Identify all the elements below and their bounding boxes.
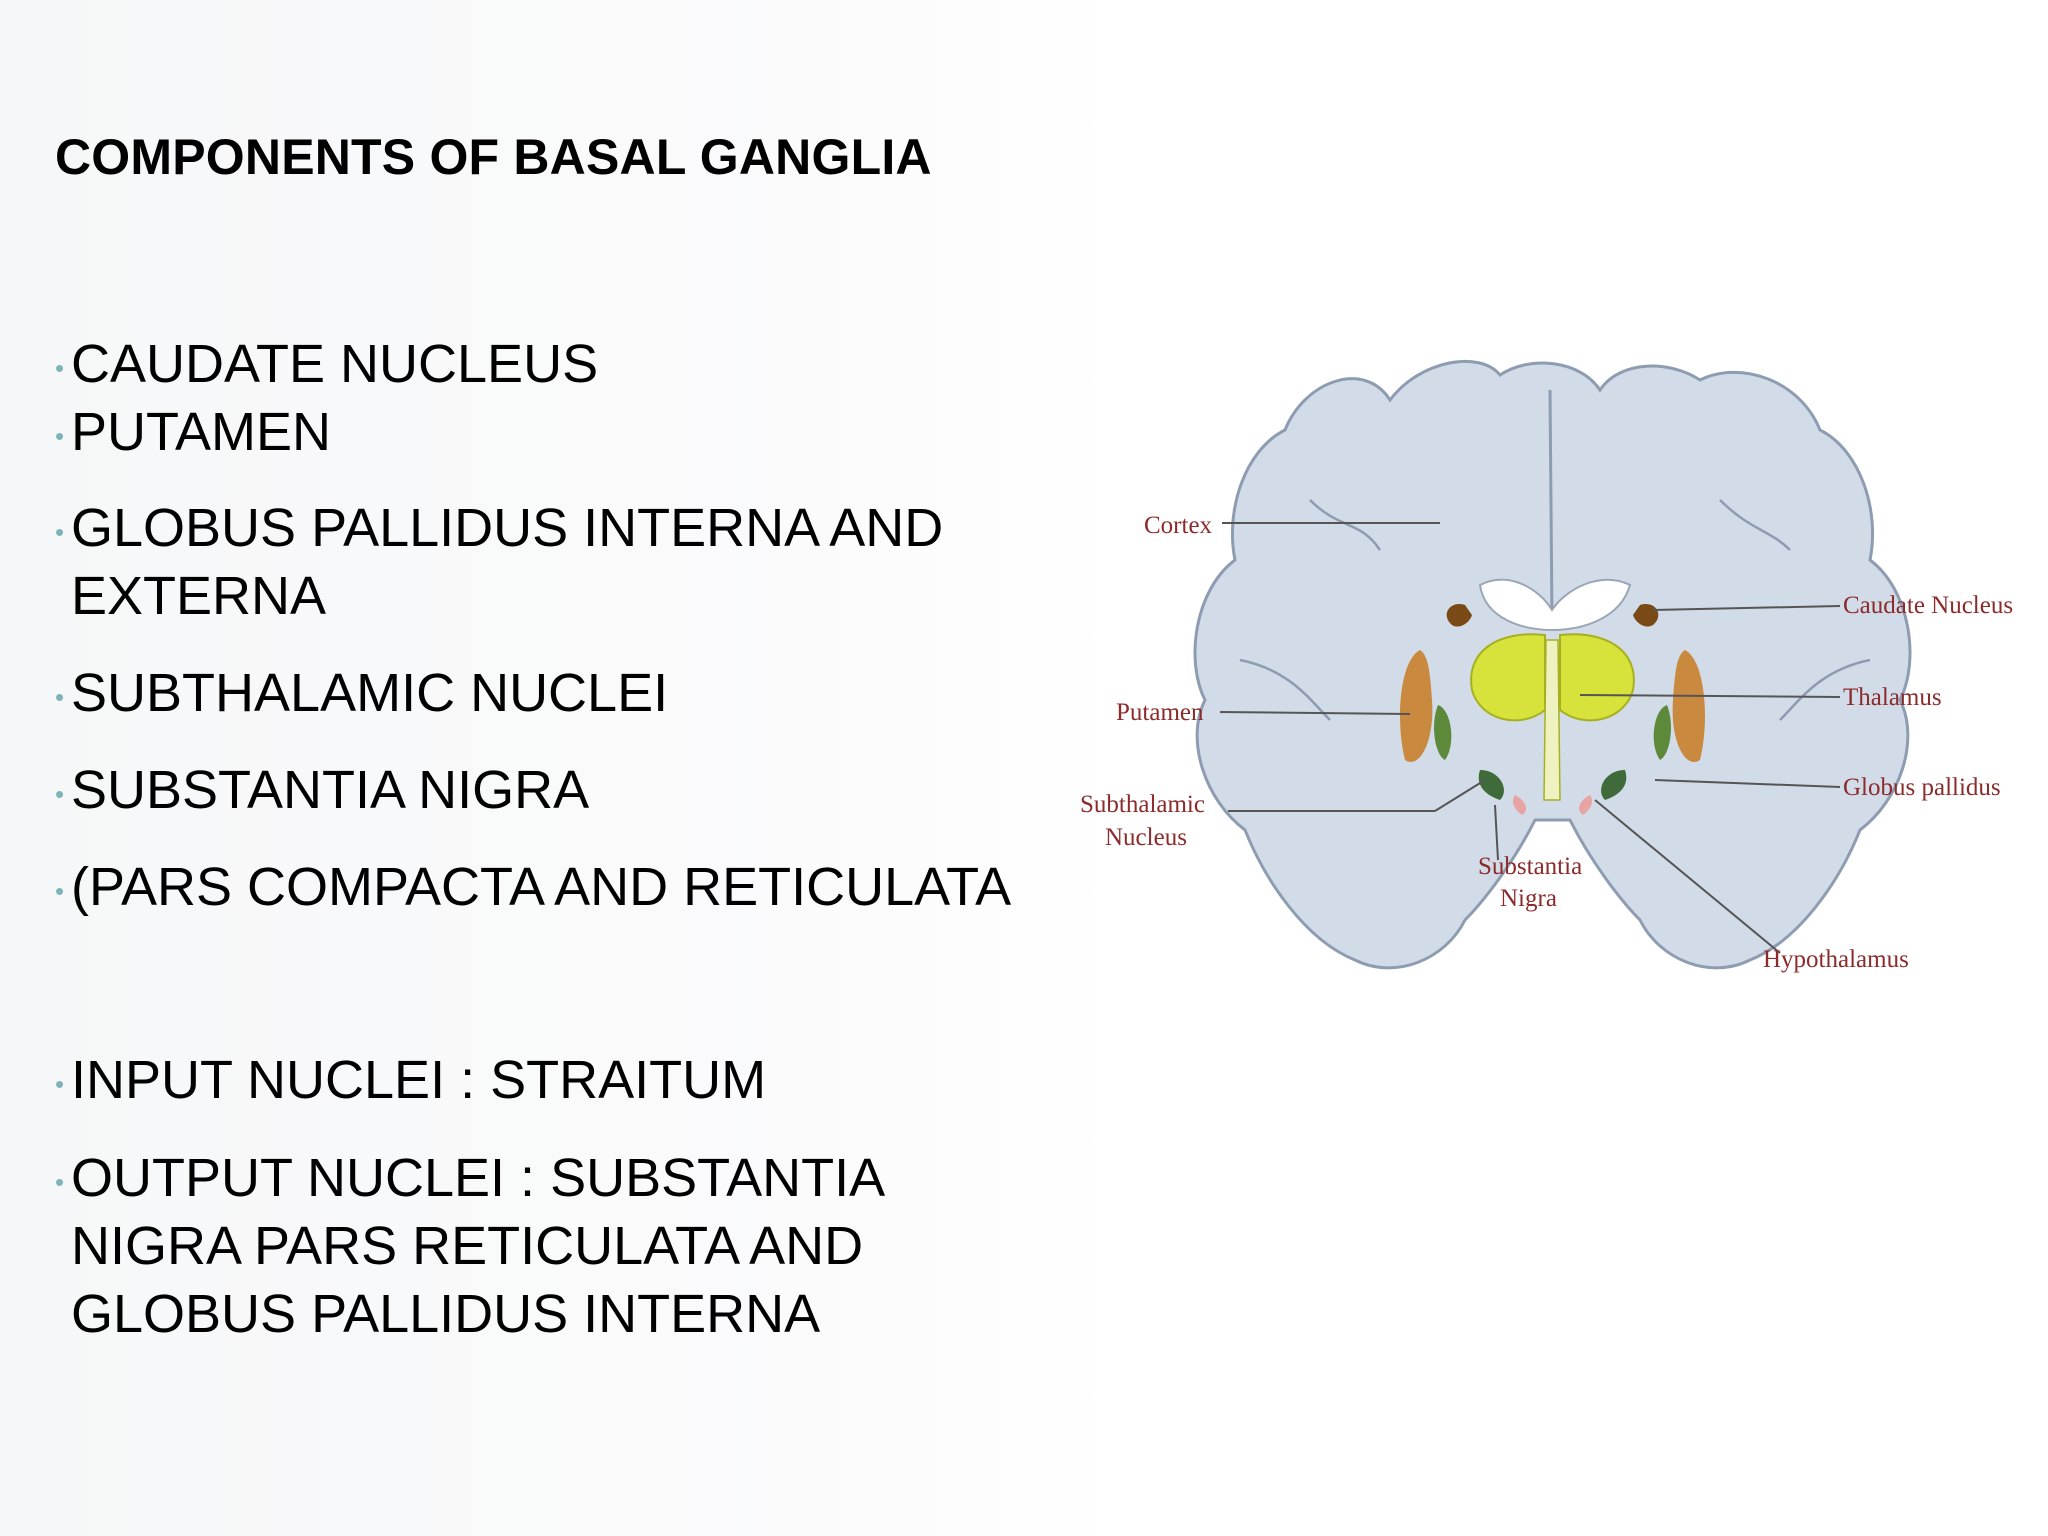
label-substantia: Substantia (1478, 853, 1582, 880)
bullet-item: •INPUT NUCLEI : STRAITUM (55, 1046, 766, 1118)
midline-fissure (1548, 389, 1554, 621)
globus-left-shape (1434, 705, 1452, 760)
bullet-dot: • (55, 420, 65, 451)
bullet-item: • CAUDATE NUCLEUS (55, 330, 598, 402)
bullet-dot: • (55, 516, 65, 547)
ventricle-shape (1478, 578, 1632, 632)
label-cortex: Cortex (1144, 512, 1213, 539)
leader-lines (1219, 522, 1841, 954)
bullet-item: • PUTAMEN (55, 398, 331, 470)
bullet-item: • SUBTHALAMIC NUCLEI (55, 659, 668, 731)
caudate-right-shape (1633, 604, 1659, 627)
substantia-shape (1579, 795, 1593, 815)
label-putamen: Putamen (1116, 699, 1204, 726)
sulcus (1309, 499, 1382, 551)
third-ventricle-shape (1543, 639, 1561, 801)
sulcus (1779, 658, 1871, 721)
bullet-dot: • (55, 875, 65, 906)
bullet-dot: • (55, 1068, 65, 1099)
label-substantia-2: Nigra (1500, 885, 1557, 912)
caudate-left-shape (1446, 604, 1472, 627)
label-caudate: Caudate Nucleus (1843, 592, 2013, 619)
label-hypothalamus: Hypothalamus (1763, 946, 1909, 973)
bullet-item: • SUBSTANTIA NIGRA (55, 756, 589, 828)
basal-ganglia-diagram: Cortex Putamen Subthalamic Nucleus Subst… (1080, 359, 2013, 973)
subthalamic-left-shape (1478, 770, 1504, 800)
label-thalamus: Thalamus (1843, 684, 1942, 711)
sulcus (1719, 499, 1791, 551)
label-subthalamic: Subthalamic (1080, 791, 1205, 818)
substantia-shape (1512, 795, 1526, 815)
thalamus-right-shape (1559, 633, 1635, 722)
bullet-item: •(PARS COMPACTA AND RETICULATA (55, 853, 1011, 925)
thalamus-left-shape (1470, 633, 1546, 722)
putamen-left-shape (1400, 650, 1433, 762)
subthalamic-right-shape (1601, 770, 1627, 800)
label-subthalamic-2: Nucleus (1105, 824, 1187, 851)
label-globus: Globus pallidus (1843, 774, 2001, 801)
bullet-dot: • (55, 681, 65, 712)
slide-title: COMPONENTS OF BASAL GANGLIA (55, 129, 932, 185)
bullet-dot: • (55, 1166, 65, 1197)
putamen-right-shape (1672, 650, 1705, 762)
globus-right-shape (1653, 705, 1671, 760)
bullet-dot: • (55, 778, 65, 809)
bullet-dot: • (55, 352, 65, 383)
